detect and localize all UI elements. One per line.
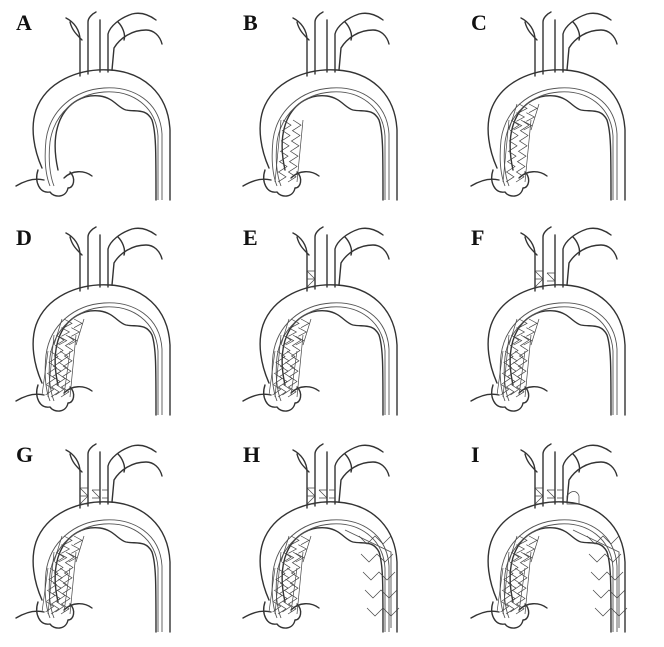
- panel-label: I: [471, 442, 480, 468]
- aortic-arch-illustration: [227, 0, 437, 210]
- panel-label: F: [471, 225, 484, 251]
- panel-label: H: [243, 442, 260, 468]
- panel-a: A: [0, 0, 210, 210]
- panel-h: H: [227, 432, 437, 642]
- panel-label: B: [243, 10, 258, 36]
- panel-label: D: [16, 225, 32, 251]
- panel-b: B: [227, 0, 437, 210]
- panel-g: G: [0, 432, 210, 642]
- panel-c: C: [455, 0, 664, 210]
- panel-label: C: [471, 10, 487, 36]
- panel-label: A: [16, 10, 32, 36]
- panel-e: E: [227, 215, 437, 425]
- panel-label: E: [243, 225, 258, 251]
- panel-label: G: [16, 442, 33, 468]
- aortic-arch-illustration: [455, 432, 664, 642]
- panel-f: F: [455, 215, 664, 425]
- panel-d: D: [0, 215, 210, 425]
- aortic-arch-illustration: [227, 215, 437, 425]
- aortic-arch-illustration: [455, 215, 664, 425]
- panel-i: I: [455, 432, 664, 642]
